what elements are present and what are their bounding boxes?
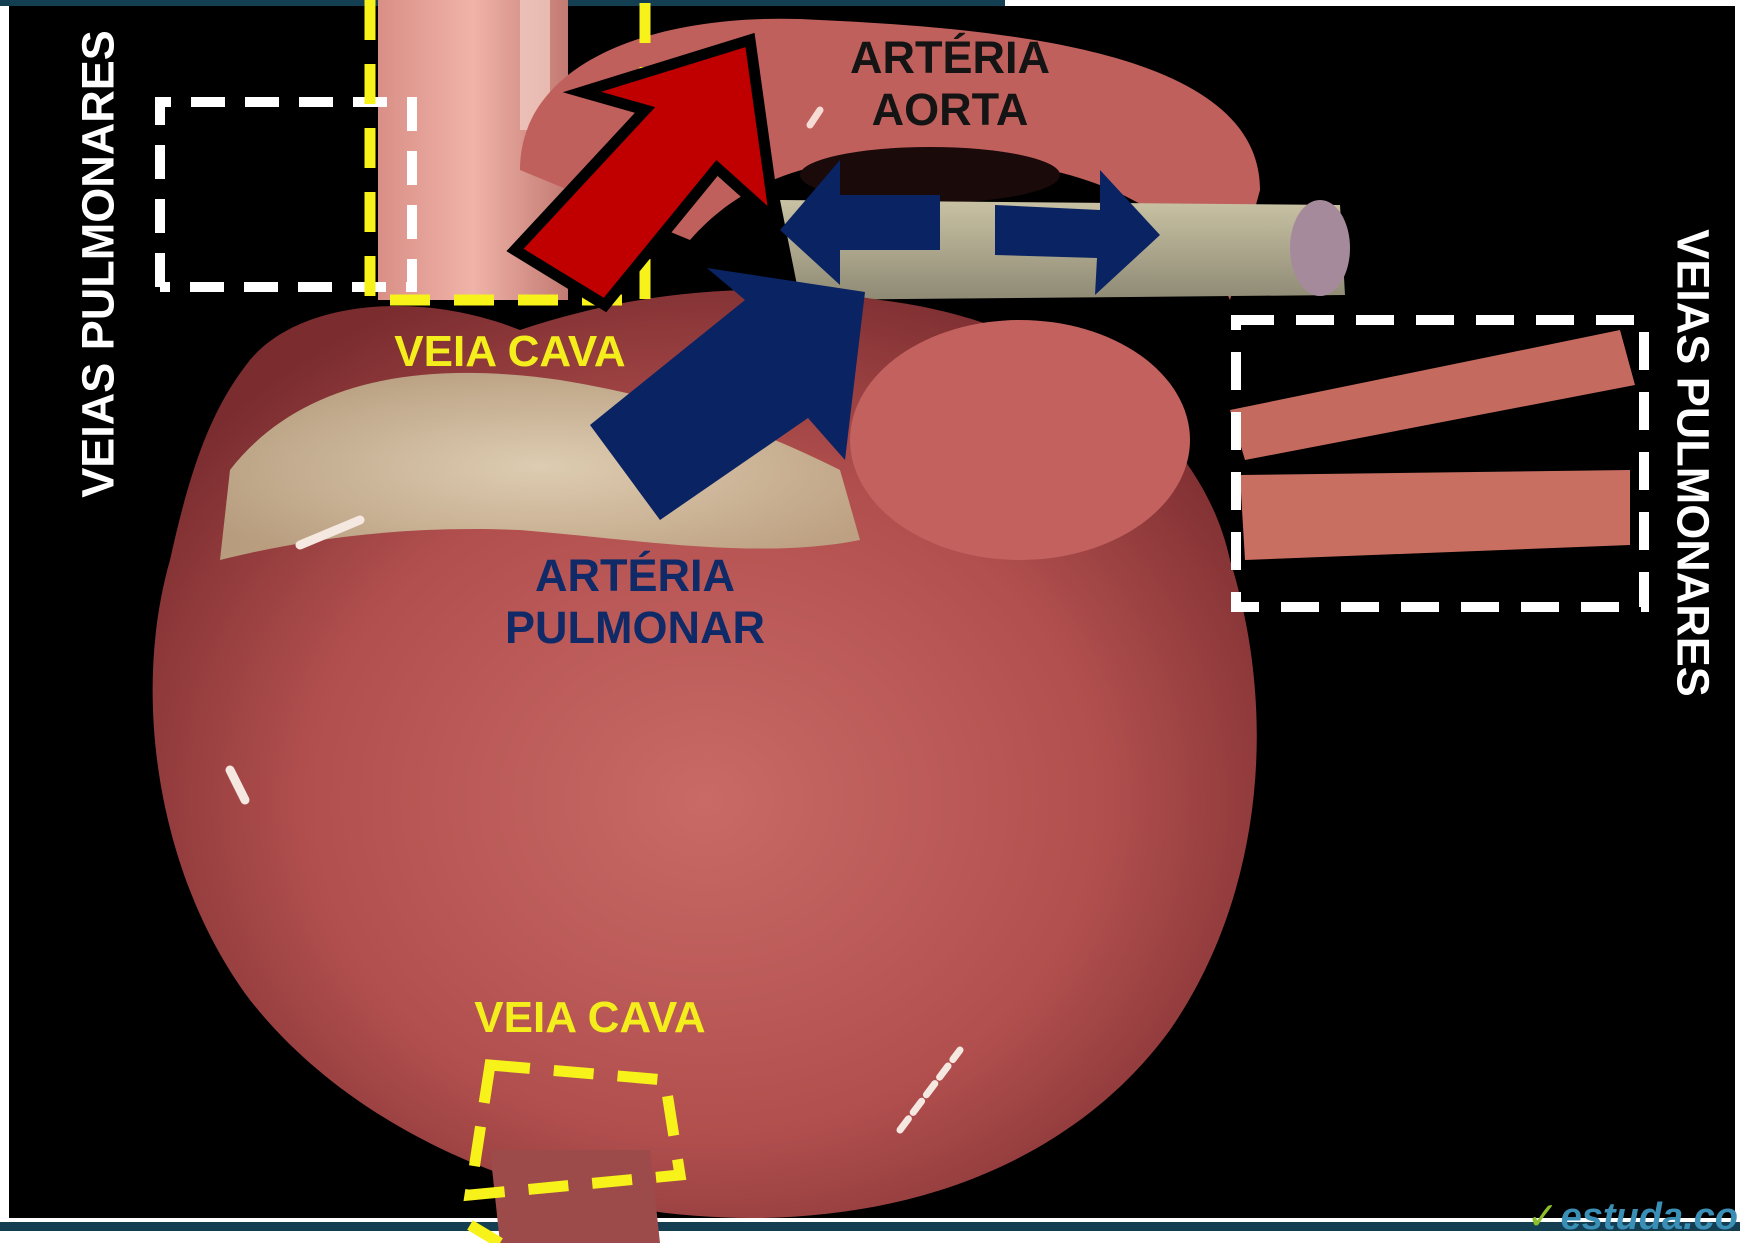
watermark-logo: ✓estuda.co (1527, 1194, 1738, 1239)
label-veia-cava-bottom: VEIA CAVA (460, 992, 720, 1043)
label-veia-cava-top: VEIA CAVA (380, 326, 640, 377)
label-arteria-pulmonar-line2: PULMONAR (460, 602, 810, 654)
label-arteria-pulmonar-line1: ARTÉRIA (460, 550, 810, 602)
bottom-bar (0, 1222, 1740, 1231)
pulmonary-vein-lower (1240, 470, 1630, 560)
watermark-text: estuda.co (1561, 1196, 1738, 1238)
label-veias-pulmonares-left: VEIAS PULMONARES (76, 30, 121, 498)
check-icon: ✓ (1527, 1196, 1559, 1238)
inferior-vena-cava-vessel (490, 1150, 660, 1243)
label-arteria-aorta-line2: AORTA (790, 84, 1110, 136)
left-atrium (850, 320, 1190, 560)
label-veias-pulmonares-right: VEIAS PULMONARES (1671, 229, 1716, 697)
label-arteria-aorta: ARTÉRIA AORTA (790, 32, 1110, 136)
label-arteria-aorta-line1: ARTÉRIA (790, 32, 1110, 84)
label-arteria-pulmonar: ARTÉRIA PULMONAR (460, 550, 810, 654)
